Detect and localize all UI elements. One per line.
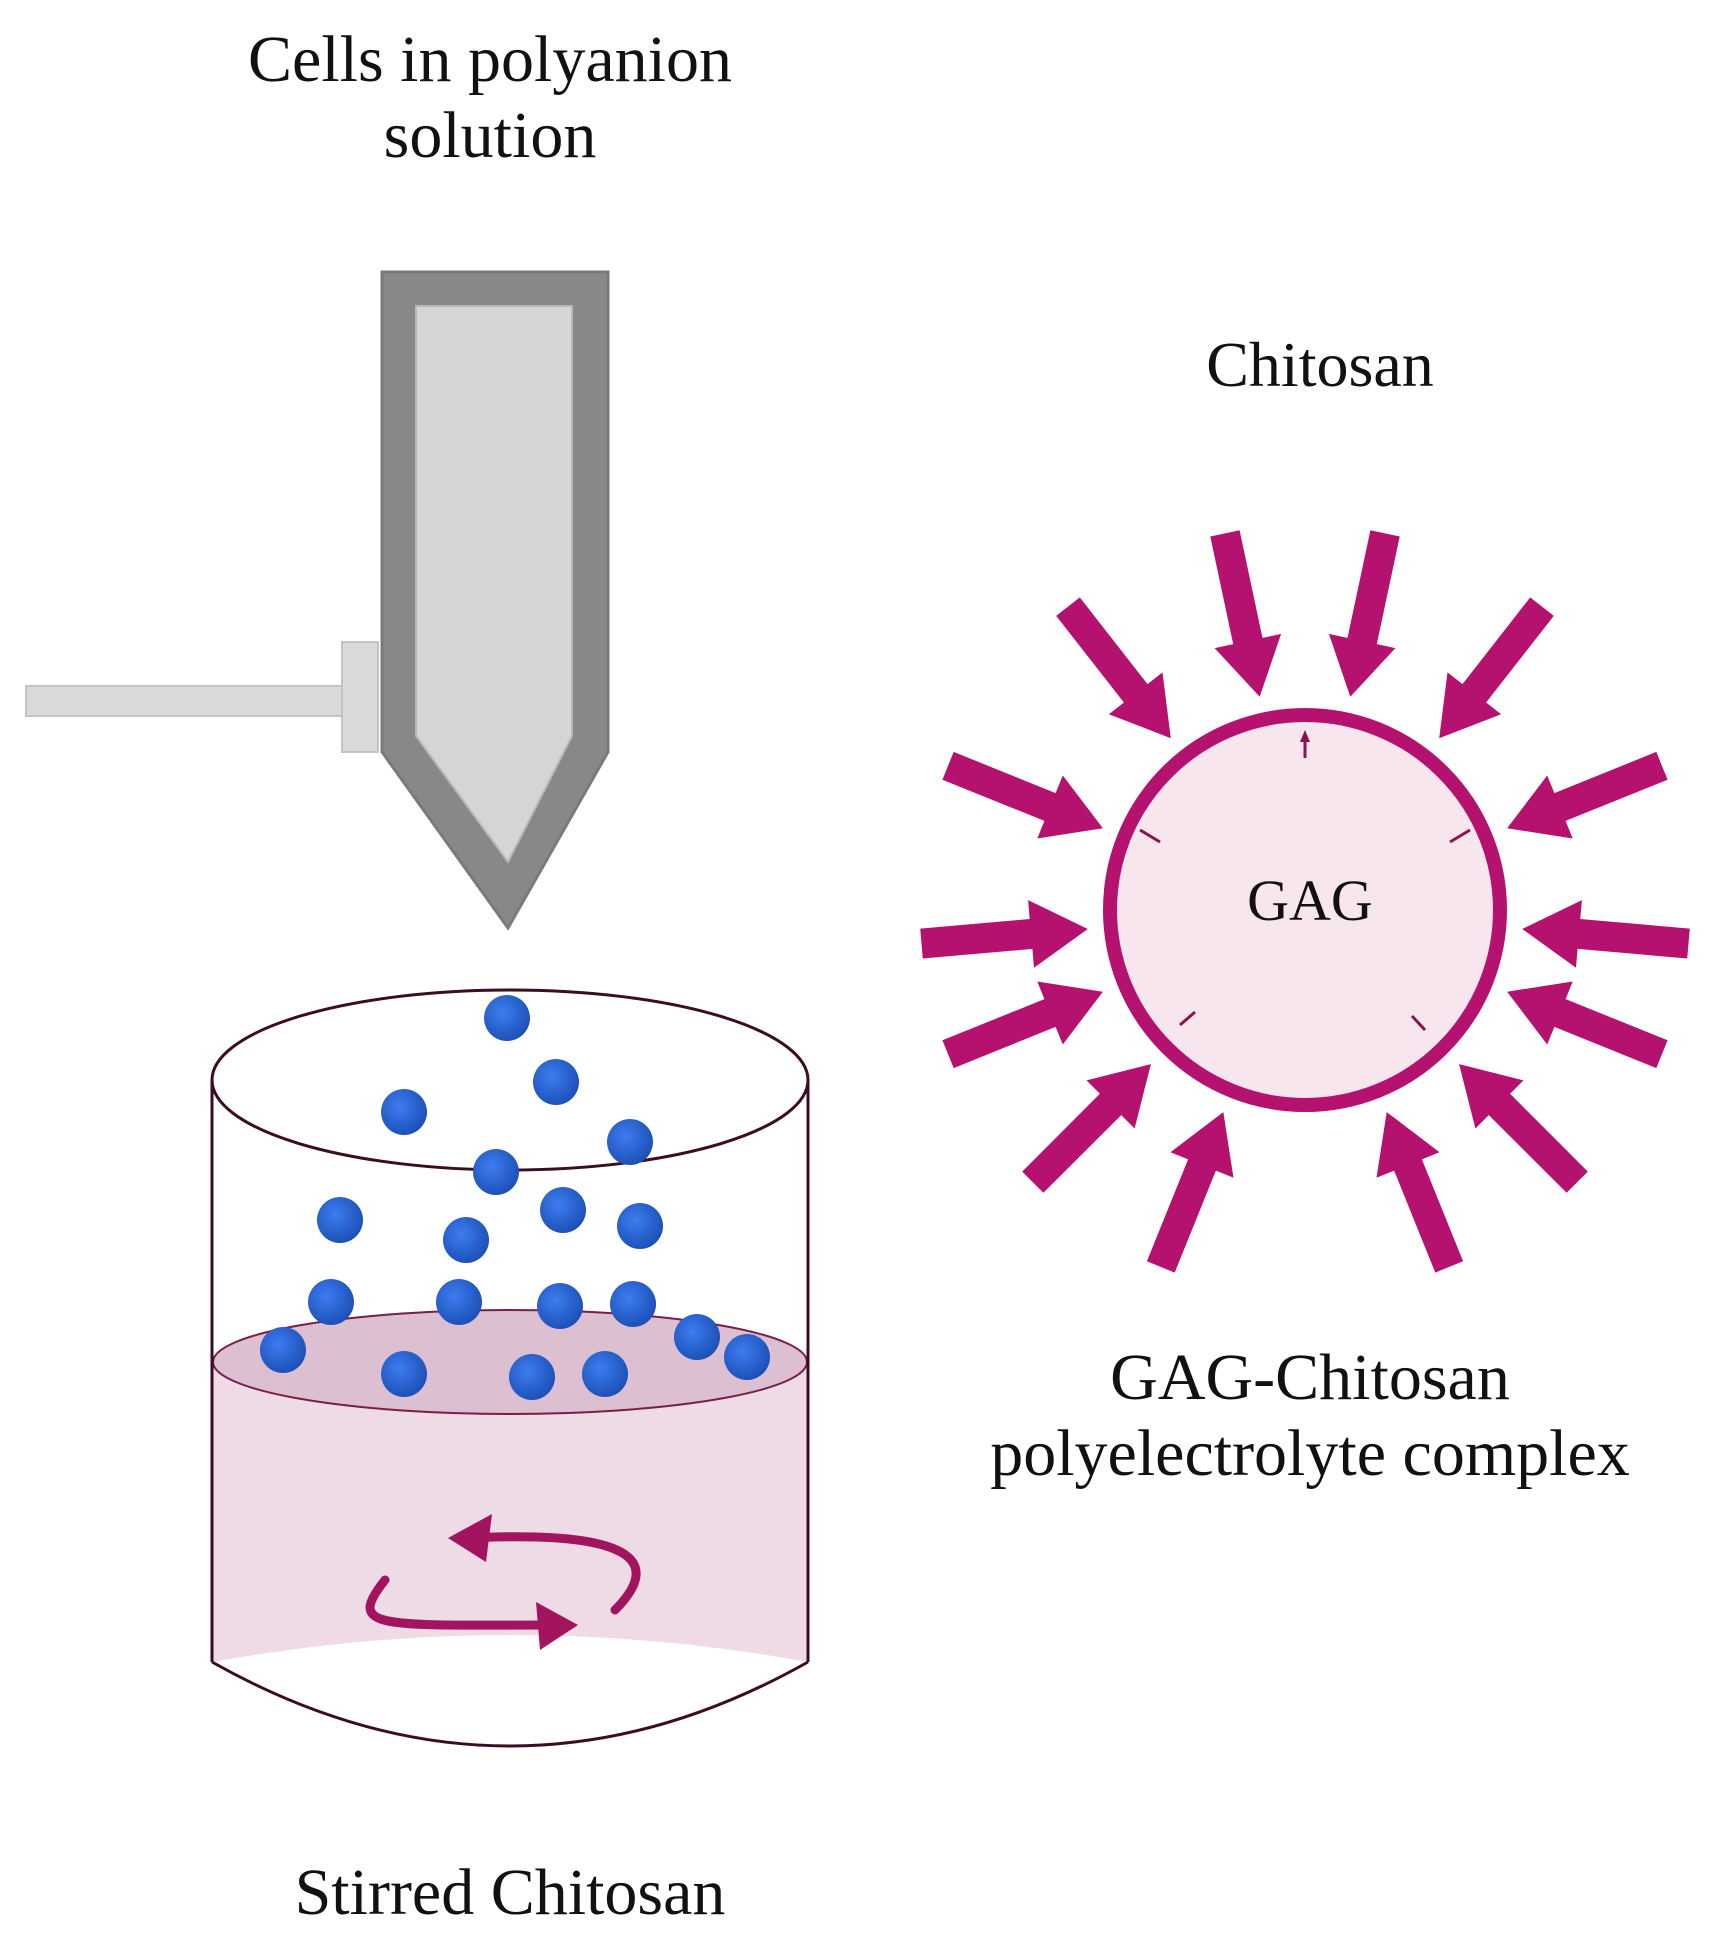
circular-arrows-icon xyxy=(365,1514,641,1650)
chitosan-arrow xyxy=(1507,751,1668,839)
chitosan-arrow xyxy=(1522,900,1690,968)
chitosan-arrow xyxy=(1022,1064,1151,1193)
chitosan-arrow xyxy=(1056,597,1171,739)
gag-label: GAG xyxy=(1247,868,1373,933)
complex-label: GAG-Chitosan polyelectrolyte complex xyxy=(880,1340,1728,1492)
cell-bead xyxy=(436,1279,482,1325)
cell-beads xyxy=(260,995,770,1400)
gag-core xyxy=(1103,708,1507,1112)
cell-bead xyxy=(674,1314,720,1360)
chitosan-label: Chitosan xyxy=(1206,329,1434,400)
chitosan-arrow xyxy=(1439,597,1554,739)
cell-bead xyxy=(540,1187,586,1233)
stirred-chitosan-label: Stirred Chitosan xyxy=(294,1856,726,1929)
cell-bead xyxy=(473,1149,519,1195)
chitosan-arrow xyxy=(1507,981,1668,1069)
chitosan-arrow xyxy=(1328,530,1400,697)
cell-bead xyxy=(617,1203,663,1249)
inner-tick-marks xyxy=(1139,730,1471,1032)
cell-bead xyxy=(443,1217,489,1263)
chitosan-arrow xyxy=(920,900,1088,968)
cell-bead xyxy=(582,1351,628,1397)
complex-label-line-2: polyelectrolyte complex xyxy=(990,1416,1630,1490)
beaker-bottom xyxy=(211,1660,809,1748)
chitosan-arrow xyxy=(942,751,1103,839)
cells-label-line-1: Cells in polyanion xyxy=(248,23,732,96)
stir-arrowhead-bottom xyxy=(536,1602,578,1650)
syringe-connector xyxy=(341,641,379,753)
cell-bead xyxy=(537,1283,583,1329)
capsule-icon xyxy=(920,530,1690,1273)
chitosan-arrow xyxy=(1146,1112,1234,1273)
stir-arrowhead-top xyxy=(448,1514,492,1562)
cell-bead xyxy=(607,1119,653,1165)
cell-bead xyxy=(610,1281,656,1327)
syringe-icon xyxy=(25,270,610,931)
chitosan-arrows xyxy=(920,530,1690,1273)
cell-bead xyxy=(484,995,530,1041)
cell-bead xyxy=(317,1197,363,1243)
stir-arrow-top xyxy=(465,1532,641,1615)
cell-bead xyxy=(381,1351,427,1397)
cell-bead xyxy=(509,1354,555,1400)
cell-bead xyxy=(381,1089,427,1135)
cell-bead xyxy=(260,1327,306,1373)
chitosan-arrow xyxy=(1459,1064,1588,1193)
syringe-side-tube xyxy=(25,685,347,717)
complex-label-line-1: GAG-Chitosan xyxy=(1110,1341,1510,1414)
syringe-chamber xyxy=(415,305,573,864)
chitosan-arrow xyxy=(1376,1112,1464,1273)
cells-label-line-2: solution xyxy=(383,98,597,172)
cells-in-polyanion-label: Cells in polyanion solution xyxy=(180,22,800,174)
cell-bead xyxy=(533,1059,579,1105)
cell-bead xyxy=(724,1334,770,1380)
beaker-icon xyxy=(210,988,810,1748)
cell-bead xyxy=(308,1279,354,1325)
chitosan-arrow xyxy=(1210,530,1282,697)
stir-arrow-bottom xyxy=(365,1575,560,1630)
chitosan-arrow xyxy=(942,981,1103,1069)
liquid-body xyxy=(213,1362,808,1662)
